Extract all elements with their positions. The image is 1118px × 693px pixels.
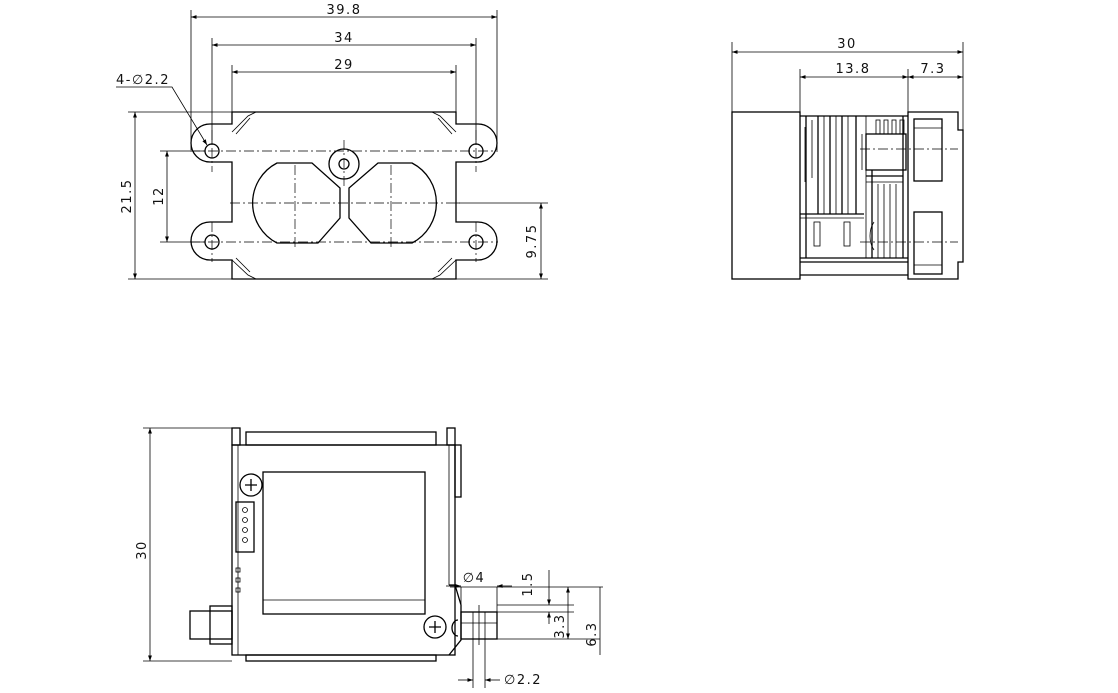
front-outline (190, 111, 498, 280)
side-connector (865, 133, 907, 171)
dim-pin-offset: 1.5 (521, 571, 536, 596)
dim-bottom-depth: 30 (135, 540, 150, 560)
bottom-body (231, 444, 456, 656)
dim-total-height: 6.3 (585, 621, 600, 646)
dim-mount-holes: 34 (334, 31, 354, 46)
dim-hole-callout: 4-∅2.2 (116, 73, 170, 88)
dim-side-section-b: 7.3 (920, 62, 945, 77)
dim-overall-width: 39.8 (327, 3, 362, 18)
bottom-panel (262, 471, 426, 615)
screw-bottom (423, 615, 447, 639)
left-lens (251, 162, 341, 244)
dim-hole-diameter: ∅2.2 (504, 673, 542, 688)
side-window (913, 118, 943, 182)
dim-pin-height: 3.3 (553, 613, 568, 638)
bottom-connector (235, 501, 255, 553)
dim-body-width: 29 (334, 58, 354, 73)
screw-top (239, 473, 263, 497)
dim-pin-diameter: ∅4 (463, 571, 486, 586)
bottom-view: 30 ∅4 1.5 3.3 6.3 ∅2.2 (135, 427, 603, 688)
front-view: 39.8 34 29 4-∅2.2 21.5 12 9.75 (116, 3, 548, 280)
dim-height: 21.5 (120, 179, 135, 214)
dim-side-section-a: 13.8 (836, 62, 871, 77)
side-rear-cap (907, 111, 964, 280)
side-view: 30 13.8 7.3 (731, 37, 964, 280)
dim-hole-spacing: 12 (152, 186, 167, 206)
side-window (913, 211, 943, 275)
dim-center-height: 9.75 (525, 224, 540, 259)
dim-side-depth: 30 (837, 37, 857, 52)
side-front-cap (731, 111, 801, 280)
right-lens (348, 162, 438, 244)
